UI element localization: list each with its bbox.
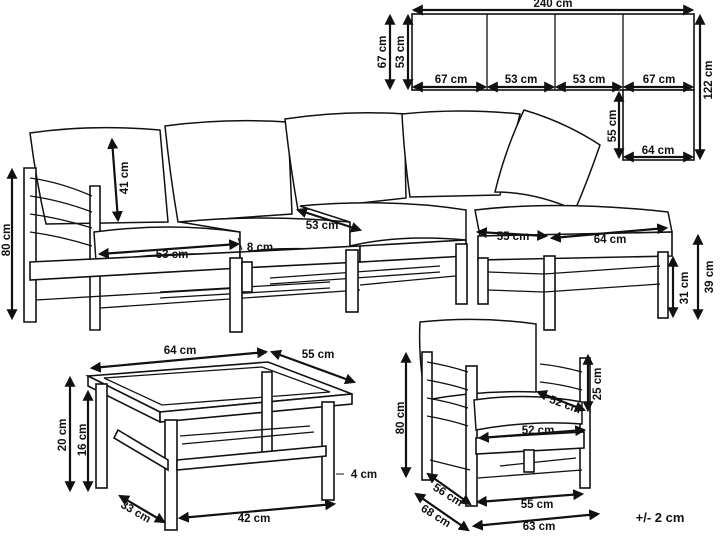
label-segment-2: 53 cm	[505, 74, 538, 86]
dim-line-chair-width-inner	[475, 489, 585, 507]
ottoman-leg	[477, 257, 489, 305]
seat-rail-front	[359, 239, 467, 263]
chair-back-cushion	[418, 318, 537, 401]
label-arm-gap: 8 cm	[247, 242, 273, 254]
arm-slat	[29, 195, 93, 213]
lower-slat	[159, 287, 331, 299]
table-leg	[164, 419, 178, 531]
chair-lower-slat	[499, 457, 577, 467]
chair-arm-slat	[539, 363, 583, 373]
label-back-cushion: 41 cm	[119, 162, 131, 195]
label-table-height-outer: 20 cm	[57, 419, 69, 452]
chair-arm-slat	[426, 361, 469, 373]
label-table-height-inner: 16 cm	[77, 424, 89, 457]
label-chair-width-inner: 55 cm	[521, 499, 554, 511]
label-sofa-height: 80 cm	[1, 224, 13, 257]
coffee-table: 64 cm 55 cm 20 cm 16 cm 4 cm 33 cm 42 cm	[57, 345, 377, 531]
sectional-sofa: 80 cm 41 cm 53 cm 53 cm 8 cm 55 cm 64 cm…	[1, 109, 716, 333]
dim-line-ottoman-width	[549, 223, 669, 243]
label-ottoman-depth: 55 cm	[497, 231, 530, 243]
dim-line-chair-seat-depth	[535, 390, 587, 412]
table-rail-front	[176, 445, 327, 471]
label-seat-depth-mid: 53 cm	[306, 220, 339, 232]
label-segment-3: 53 cm	[573, 74, 606, 86]
arm-slat	[29, 177, 93, 197]
label-chair-depth-inner: 56 cm	[431, 482, 465, 509]
label-ottoman-height-outer: 39 cm	[704, 261, 716, 294]
label-segment-4: 67 cm	[643, 74, 676, 86]
label-table-leg: 4 cm	[351, 469, 377, 481]
ottoman-rail	[487, 265, 661, 275]
label-chair-height: 80 cm	[395, 402, 407, 435]
back-cushion-2	[164, 119, 293, 223]
label-table-width-top: 64 cm	[164, 345, 197, 357]
chair-lower-rail	[477, 469, 583, 479]
dim-line-seat-depth-left	[97, 239, 241, 259]
chair-arm-slat	[426, 397, 469, 409]
dim-line-chair-width-outer	[471, 509, 601, 531]
chair-lower-rail	[429, 459, 471, 471]
label-ottoman-width-plan: 64 cm	[642, 145, 675, 157]
dim-line-ottoman-depth	[475, 227, 549, 241]
dim-line-table-width-bottom	[177, 499, 337, 523]
back-cushion-1	[29, 126, 169, 225]
arm-slat	[29, 213, 93, 229]
dim-line-seat-depth-mid	[295, 207, 363, 233]
label-table-width-bottom: 42 cm	[238, 513, 271, 525]
top-plan-view: 240 cm 67 cm 53 cm 67 cm 53 cm 53 cm 67 …	[377, 0, 715, 163]
dim-line-arm-gap	[237, 237, 243, 251]
sofa-leg	[345, 249, 359, 313]
chair-arm-slat	[426, 379, 469, 391]
chair-front-post	[465, 365, 478, 507]
ottoman-rail	[487, 283, 661, 293]
label-depth-inner: 53 cm	[395, 36, 407, 69]
armchair: 80 cm 25 cm 52 cm 52 cm 56 cm 68 cm 55 c…	[395, 318, 604, 533]
dim-line-chair-depth-outer	[414, 492, 470, 532]
dim-line-table-width-top	[89, 347, 269, 373]
dim-line-chair-seat-width	[477, 425, 587, 443]
sofa-leg	[455, 243, 468, 305]
table-apron-front	[159, 393, 353, 423]
chair-arm-slat	[426, 415, 469, 427]
label-depth-outer: 67 cm	[377, 36, 389, 69]
chair-leg	[523, 449, 535, 473]
sofa-leg	[241, 261, 253, 293]
label-chair-seat-width: 52 cm	[522, 425, 555, 437]
table-leg	[95, 383, 108, 489]
label-seat-depth-left: 53 cm	[156, 249, 189, 261]
sofa-leg	[229, 257, 243, 333]
label-table-depth-top: 55 cm	[302, 349, 335, 361]
chair-arm-slat	[539, 381, 583, 391]
top-plan-outline	[411, 13, 695, 91]
table-rail-left	[112, 428, 169, 472]
label-chair-width-outer: 63 cm	[523, 521, 556, 533]
label-chair-back-cushion: 25 cm	[592, 368, 604, 401]
seat-rail-front	[29, 251, 241, 281]
left-arm-post	[23, 167, 37, 323]
lower-rail	[35, 287, 241, 301]
label-table-depth-bottom: 33 cm	[118, 499, 152, 526]
label-ottoman-width: 64 cm	[594, 234, 627, 246]
label-ottoman-height-inner: 31 cm	[679, 272, 691, 305]
table-slat	[181, 431, 315, 445]
label-ottoman-depth-plan: 55 cm	[607, 110, 619, 143]
ottoman-leg	[543, 255, 556, 331]
lower-rail	[359, 274, 467, 286]
label-segment-1: 67 cm	[435, 74, 468, 86]
dim-line-table-depth-bottom	[118, 494, 166, 524]
dim-line-back-cushion	[107, 137, 123, 223]
table-leg	[261, 371, 273, 453]
tolerance-note: +/- 2 cm	[636, 510, 685, 525]
arm-slat	[29, 231, 93, 247]
back-cushion-3	[284, 112, 407, 211]
label-right-total: 122 cm	[703, 60, 715, 99]
table-slat	[179, 425, 311, 437]
label-total-width: 240 cm	[533, 0, 572, 10]
ottoman-leg	[657, 251, 669, 319]
dim-line-table-depth-top	[269, 349, 357, 385]
